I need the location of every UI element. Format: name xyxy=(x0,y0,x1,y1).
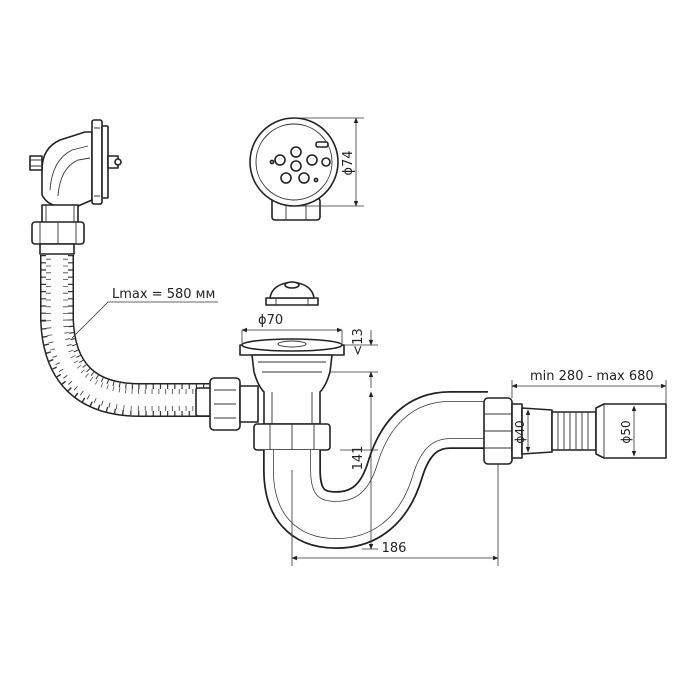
outlet-length-label: min 280 - max 680 xyxy=(530,369,654,384)
hose-length-label: Lmax = 580 мм xyxy=(112,287,215,302)
outlet-assembly xyxy=(483,397,667,465)
pipe-diameter-label: ϕ50 xyxy=(619,420,633,443)
corrugated-hose xyxy=(40,255,210,417)
trap-height-label: 141 xyxy=(351,446,366,471)
outlet-cap-diameter-label: ϕ74 xyxy=(341,150,356,175)
hose-coupling xyxy=(195,377,259,431)
dimension-lines xyxy=(71,117,667,566)
trap-width-label: 186 xyxy=(382,541,407,556)
overflow-gap-label: <13 xyxy=(351,328,366,355)
overflow-cap-front xyxy=(249,117,339,221)
overflow-unit xyxy=(29,119,122,255)
dimension-labels: Lmax = 580 мм ϕ74 ϕ70 <13 141 186 min 28… xyxy=(112,150,654,556)
drain-diameter-label: ϕ70 xyxy=(258,313,283,328)
nut-diameter-label: ϕ40 xyxy=(513,420,527,443)
drain-body xyxy=(239,281,345,451)
